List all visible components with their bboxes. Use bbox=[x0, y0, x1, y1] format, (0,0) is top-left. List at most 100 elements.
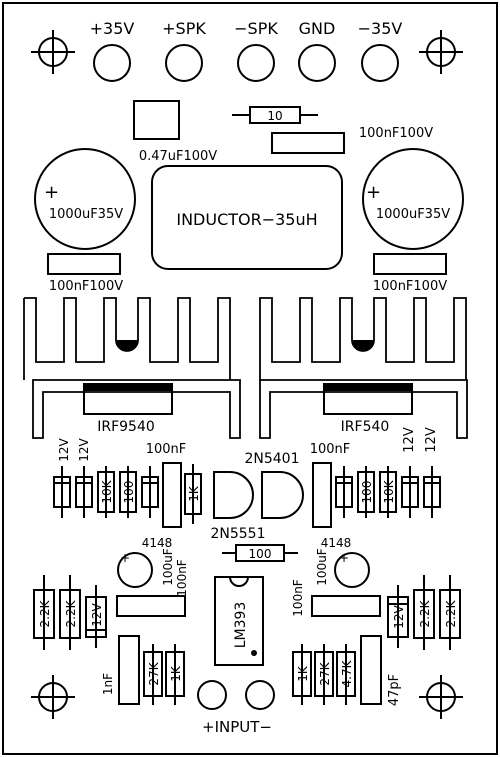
terminal-label-spk-neg: −SPK bbox=[234, 19, 278, 38]
resistor-10k-right bbox=[379, 466, 397, 518]
zener-12v-right-label: 12V bbox=[392, 604, 406, 628]
zener-left-1-label: 12V bbox=[57, 437, 71, 461]
cap-100nf-left-body bbox=[47, 253, 121, 275]
transistor-2n5401-label: 2N5401 bbox=[244, 451, 299, 467]
cap-1000uf-left-body bbox=[34, 148, 136, 250]
resistor-10k-left bbox=[97, 466, 115, 518]
resistor-100-right bbox=[357, 466, 375, 518]
resistor-10k-left-label: 10K bbox=[100, 479, 114, 503]
cap-1000uf-right-plus: + bbox=[366, 182, 381, 203]
cap-1000uf-left-label: 1000uF35V bbox=[49, 207, 123, 222]
cap-1000uf-right-label: 1000uF35V bbox=[376, 207, 450, 222]
cap-100nf-right-body bbox=[373, 253, 447, 275]
diode-right-small bbox=[335, 466, 353, 518]
cap-047uf-label: 0.47uF100V bbox=[139, 149, 217, 164]
resistor-1k-bottom-left-label: 1K bbox=[169, 665, 183, 682]
zener-right-1-label: 12V bbox=[402, 427, 417, 453]
terminal-label-spk-pos: +SPK bbox=[162, 19, 206, 38]
terminal-label-35v: +35V bbox=[90, 19, 135, 38]
resistor-100-right-label: 100 bbox=[360, 481, 374, 504]
cap-100uf-right-plus: + bbox=[339, 551, 349, 565]
mounting-hole-br bbox=[419, 675, 463, 719]
zener-right-1 bbox=[401, 466, 419, 518]
cap-100nf-left-label: 100nF100V bbox=[49, 279, 123, 294]
cap-100nf-left-tall bbox=[162, 462, 182, 528]
zener-left-1 bbox=[53, 466, 71, 518]
resistor-1k-bottom-right bbox=[292, 644, 312, 705]
cap-100nf-top-label: 100nF100V bbox=[359, 126, 433, 141]
cap-100nf-right-label: 100nF100V bbox=[373, 279, 447, 294]
resistor-100-mid-label: 100 bbox=[249, 547, 272, 561]
cap-100uf-left-plus: + bbox=[120, 551, 130, 565]
resistor-27k-right-label: 27K bbox=[318, 661, 332, 685]
cap-100uf-right-body bbox=[334, 552, 370, 588]
mounting-hole-tr bbox=[419, 30, 463, 74]
heatsink-right-mount bbox=[352, 340, 374, 351]
cap-100nf-left-tall-label: 100nF bbox=[146, 442, 187, 457]
inductor-label: INDUCTOR−35uH bbox=[176, 210, 317, 229]
diode-4148-left-label: 4148 bbox=[142, 536, 173, 550]
resistor-2k2-left-2 bbox=[59, 575, 81, 650]
heatsink-left-mount bbox=[116, 340, 138, 351]
cap-100uf-left-body bbox=[117, 552, 153, 588]
mosfet-left-tab bbox=[83, 383, 173, 391]
mosfet-right-label: IRF540 bbox=[341, 419, 390, 435]
resistor-2k2-right-2-label: 2.2K bbox=[444, 599, 458, 627]
resistor-2k2-right-1-label: 2.2K bbox=[418, 599, 432, 627]
terminal-pads bbox=[93, 44, 399, 82]
transistor-2n5551-label: 2N5551 bbox=[210, 526, 265, 542]
zener-12v-left-label: 12V bbox=[90, 602, 104, 626]
cap-47pf-label: 47pF bbox=[387, 674, 402, 706]
cap-100nf-right-tall bbox=[312, 462, 332, 528]
cap-100nf-right-tall-label: 100nF bbox=[310, 442, 351, 457]
zener-right-2 bbox=[423, 466, 441, 518]
cap-100uf-right-label: 100uF bbox=[315, 548, 329, 586]
resistor-27k-left-label: 27K bbox=[147, 661, 161, 685]
mounting-hole-tl bbox=[31, 30, 75, 74]
resistor-10k-right-label: 10K bbox=[382, 479, 396, 503]
resistor-4k7-right bbox=[336, 644, 356, 705]
resistor-2k2-right-1 bbox=[413, 575, 435, 650]
terminal-label-35v-neg: −35V bbox=[358, 19, 403, 38]
zener-12v-left bbox=[85, 585, 107, 648]
ic-lm393-pin1-dot bbox=[251, 650, 257, 656]
resistor-10-label: 10 bbox=[267, 109, 282, 123]
ic-lm393-notch bbox=[229, 576, 249, 587]
transistor-2n5401-body bbox=[261, 471, 304, 519]
heatsink-right bbox=[259, 297, 468, 439]
cap-1000uf-left-plus: + bbox=[44, 182, 59, 203]
mosfet-left-label: IRF9540 bbox=[97, 419, 155, 435]
ic-lm393-body bbox=[214, 576, 264, 666]
resistor-100-left-label: 100 bbox=[122, 481, 136, 504]
resistor-100-mid bbox=[222, 544, 298, 562]
resistor-1k-bottom-left bbox=[165, 644, 185, 705]
zener-left-2-label: 12V bbox=[77, 437, 91, 461]
resistor-27k-right bbox=[314, 644, 334, 705]
cap-1000uf-right-body bbox=[362, 148, 464, 250]
mosfet-right-tab bbox=[323, 383, 413, 391]
resistor-2k2-left-1-label: 2.2K bbox=[38, 599, 52, 627]
cap-100nf-right-small-label: 100nF bbox=[291, 579, 305, 617]
input-pad-positive bbox=[197, 680, 227, 710]
inductor-body bbox=[151, 165, 343, 270]
cap-100nf-top-body bbox=[271, 132, 345, 154]
cap-100nf-left-horiz bbox=[116, 595, 186, 617]
zener-right-2-label: 12V bbox=[424, 427, 439, 453]
resistor-2k2-left-2-label: 2.2K bbox=[64, 599, 78, 627]
resistor-10-top bbox=[232, 106, 318, 124]
resistor-27k-left bbox=[143, 644, 163, 705]
zener-left-2 bbox=[75, 466, 93, 518]
diode-left-small bbox=[141, 466, 159, 518]
resistor-1k-left-label: 1K bbox=[187, 485, 201, 502]
cap-100nf-right-horiz bbox=[311, 595, 381, 617]
resistor-100-left bbox=[119, 466, 137, 518]
mounting-hole-bl bbox=[31, 675, 75, 719]
cap-100nf-left-small-label: 100nF bbox=[175, 559, 189, 597]
heatsink-left bbox=[23, 297, 241, 439]
input-label: +INPUT− bbox=[202, 718, 272, 736]
cap-100uf-left-label: 100uF bbox=[161, 548, 175, 586]
resistor-1k-bottom-right-label: 1K bbox=[296, 665, 310, 682]
resistor-1k-left bbox=[184, 464, 202, 524]
